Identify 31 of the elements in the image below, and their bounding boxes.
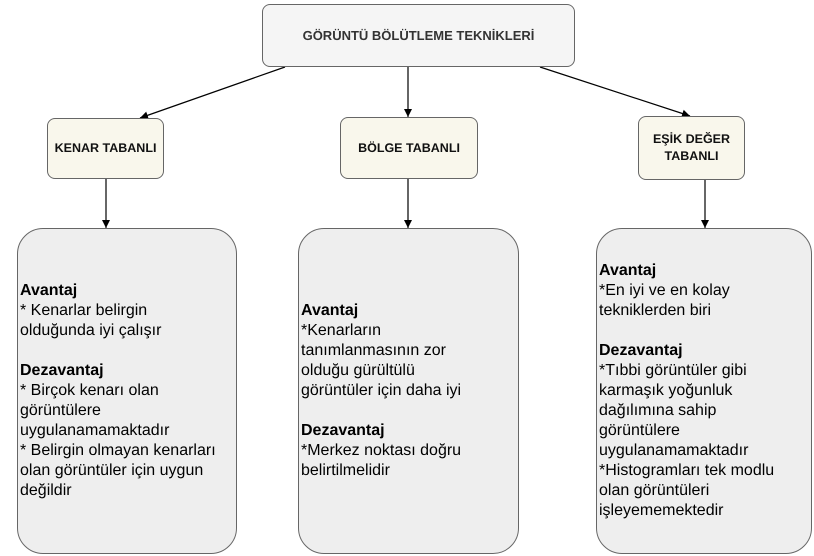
section-heading: Avantaj [301,301,360,321]
arrow [701,180,709,228]
arrow [140,66,286,120]
bullet-text: *En iyi ve en kolay tekniklerden biri [599,281,731,321]
bullet-text: * Birçok kenarı olan görüntülere uygulanamamaktadır [20,381,170,441]
category-box [638,116,745,180]
bullet-text: * Kenarlar belirgin olduğunda iyi çalışır [20,301,162,341]
arrow [404,67,412,117]
bullet-text: * Belirgin olmayan kenarları olan görüntüler için uygun değildir [20,441,217,501]
section-heading: Avantaj [20,281,78,301]
category-label: EŞİK DEĞER TABANLI [652,131,732,165]
category-box [340,117,478,179]
section-heading: Avantaj [599,261,658,281]
arrow [102,179,110,228]
arrow [404,179,412,228]
section-heading: Dezavantaj [301,421,386,441]
info-card [596,228,812,554]
info-card [17,228,237,554]
root-box [262,4,575,67]
arrow [540,66,690,118]
bullet-text: *Histogramları tek modlu olan görüntüleri işleyememektedir [599,461,776,521]
bullet-text: *Kenarların tanımlanmasının zor olduğu gürültülü görüntüler için daha iyi [301,321,462,401]
bullet-text: *Merkez noktası doğru belirtilmelidir [301,441,462,481]
category-box [47,118,164,179]
section-heading: Dezavantaj [20,361,105,381]
node-label: GÖRÜNTÜ BÖLÜTLEME TEKNİKLERİ [302,26,534,44]
bullet-text: *Tıbbi görüntüler gibi karmaşık yoğunluk dağılımına sahip görüntülere uygulanamamaktadır [599,361,750,461]
category-label: BÖLGE TABANLI [358,140,460,156]
category-label: KENAR TABANLI [54,140,156,157]
section-heading: Dezavantaj [599,341,684,361]
info-card [298,228,519,554]
